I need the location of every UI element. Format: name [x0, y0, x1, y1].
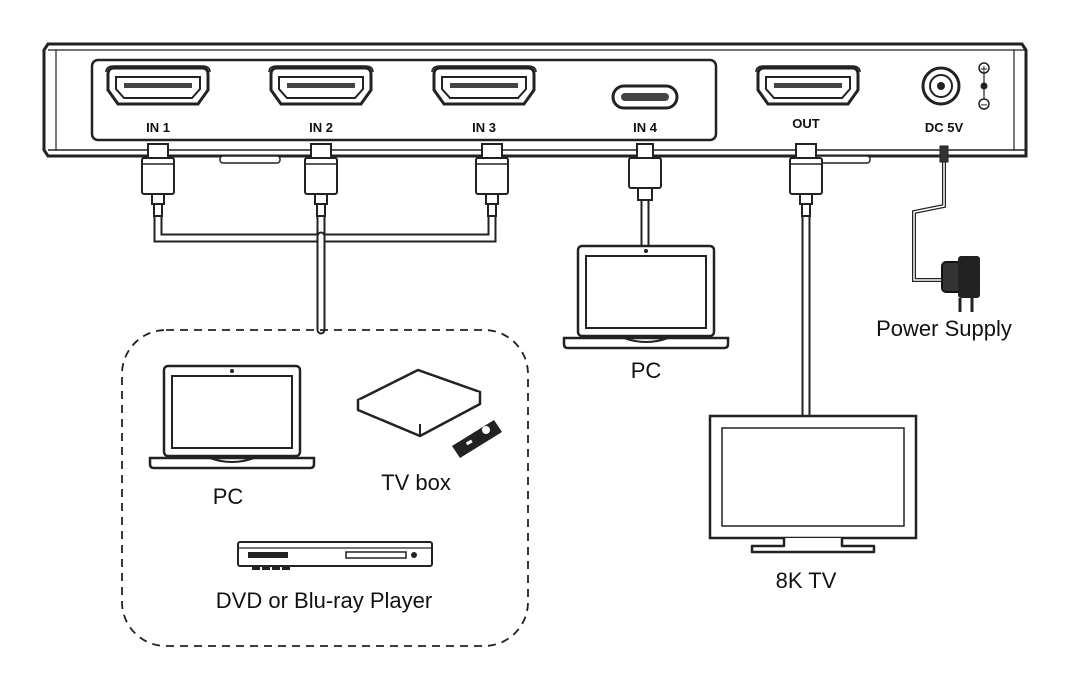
polarity-icon: + −	[978, 62, 990, 111]
label-8k-tv: 8K TV	[776, 568, 837, 593]
label-dvd-player: DVD or Blu-ray Player	[216, 588, 432, 613]
port-label-dc: DC 5V	[925, 120, 964, 135]
label-pc-usbc: PC	[631, 358, 662, 383]
power-adapter-icon	[941, 256, 980, 312]
laptop-icon-usbc	[562, 244, 730, 350]
port-label-out: OUT	[792, 116, 820, 131]
port-label-in3: IN 3	[472, 120, 496, 135]
label-power-supply: Power Supply	[876, 316, 1012, 341]
usbc-port-in4	[611, 84, 679, 110]
port-label-in2: IN 2	[309, 120, 333, 135]
laptop-icon-source	[148, 364, 316, 470]
hdmi-port-in2	[267, 64, 375, 106]
polarity-minus-label: −	[980, 100, 988, 111]
hdmi-port-out	[754, 64, 862, 106]
remote-control-icon	[452, 420, 502, 458]
hdmi-port-in3	[430, 64, 538, 106]
tv-box-icon	[356, 368, 482, 438]
usbc-plug	[628, 143, 662, 201]
port-label-in4: IN 4	[633, 120, 658, 135]
port-label-in1: IN 1	[146, 120, 170, 135]
dvd-player-icon	[237, 541, 433, 570]
dc-plug	[939, 145, 949, 163]
tv-monitor-icon	[708, 414, 918, 554]
label-tv-box: TV box	[381, 470, 451, 495]
hdmi-cable-bundle	[153, 209, 497, 335]
hdmi-port-in1	[104, 64, 212, 106]
source-device-group	[121, 329, 529, 647]
dc-jack	[921, 66, 961, 106]
polarity-plus-label: +	[980, 64, 988, 75]
label-pc-source: PC	[213, 484, 244, 509]
power-cable	[912, 158, 946, 282]
